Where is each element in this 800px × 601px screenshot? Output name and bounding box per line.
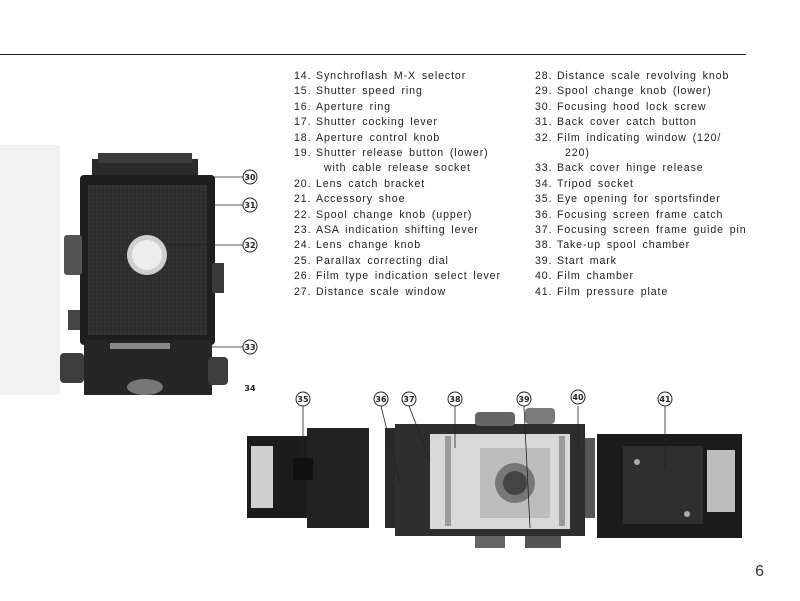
part-item: 26.Film type indication select lever [294,270,501,283]
callout-30: 30 [242,169,258,185]
camera-back-photo: 30 31 32 33 34 [0,145,258,395]
svg-text:34: 34 [244,384,256,393]
callout-31: 31 [242,197,258,213]
part-item: 40.Film chamber [535,270,634,283]
svg-text:33: 33 [244,343,255,352]
part-item: 17.Shutter cocking lever [294,116,438,129]
callout-41: 41 [657,391,673,407]
camera-open-photo: 35 36 37 38 39 40 41 [247,389,742,548]
svg-text:41: 41 [659,395,671,404]
svg-text:31: 31 [244,201,256,210]
part-item: 18.Aperture control knob [294,131,441,144]
callout-34: 34 [244,384,256,393]
part-item: 14.Synchroflash M-X selector [294,70,467,82]
parts-list-right: 28.Distance scale revolving knob 29.Spoo… [535,69,747,300]
callout-37: 37 [401,391,417,407]
header-rule [0,54,746,55]
part-item: 29.Spool change knob (lower) [535,85,712,98]
part-item: 41.Film pressure plate [535,285,669,298]
part-item: 19.Shutter release button (lower)with ca… [294,146,501,177]
part-item: 15.Shutter speed ring [294,85,423,98]
callout-39: 39 [516,391,532,407]
part-item: 33.Back cover hinge release [535,162,704,175]
callout-38: 38 [447,391,463,407]
svg-text:32: 32 [244,241,255,250]
part-item: 32.Film indicating window (120/220) [535,131,747,162]
callout-40: 40 [570,389,586,405]
callout-33: 33 [242,339,258,355]
part-item: 22.Spool change knob (upper) [294,208,473,221]
svg-text:40: 40 [572,393,584,402]
part-item: 31.Back cover catch button [535,116,697,129]
part-item: 38.Take-up spool chamber [535,239,691,252]
part-item-continuation: 220) [565,147,590,160]
part-item: 36.Focusing screen frame catch [535,208,724,221]
part-item: 27.Distance scale window [294,285,447,298]
page-number: 6 [755,563,764,580]
part-item: 35.Eye opening for sportsfinder [535,193,721,206]
part-item: 39.Start mark [535,254,617,267]
svg-text:38: 38 [449,395,461,404]
part-item: 30.Focusing hood lock screw [535,100,707,113]
part-item: 23.ASA indication shifting lever [294,224,479,237]
callout-32: 32 [242,237,258,253]
svg-text:30: 30 [244,173,256,182]
callout-36: 36 [373,391,389,407]
part-item: 20.Lens catch bracket [294,177,426,190]
parts-list-left: 14.Synchroflash M-X selector 15.Shutter … [294,69,501,300]
svg-text:39: 39 [518,395,530,404]
part-item: 37.Focusing screen frame guide pin [535,224,747,237]
part-item: 16.Aperture ring [294,100,391,113]
part-item: 21.Accessory shoe [294,193,406,206]
part-item: 24.Lens change knob [294,239,421,252]
svg-text:37: 37 [403,395,414,404]
svg-text:36: 36 [375,395,387,404]
part-item: 28.Distance scale revolving knob [535,70,730,82]
part-item-continuation: with cable release socket [324,162,471,175]
part-item: 25.Parallax correcting dial [294,254,449,267]
callout-35: 35 [295,391,311,407]
part-item: 34.Tripod socket [535,177,634,190]
svg-text:35: 35 [297,395,309,404]
